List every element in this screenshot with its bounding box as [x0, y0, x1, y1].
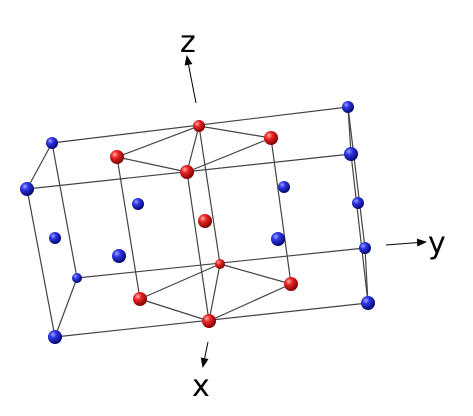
top-square-edge [186, 125, 200, 173]
y-axis-label: y [428, 226, 446, 261]
blue-atom [72, 273, 82, 283]
top-left-edge [26, 142, 53, 190]
blue-atom [344, 147, 358, 161]
bottom-square-edge [208, 283, 292, 322]
red-atom [202, 314, 216, 328]
blue-atom [271, 232, 285, 246]
top-square-edge [116, 156, 188, 173]
bottom-square-edge [219, 263, 292, 285]
vertical-red-edge [116, 156, 141, 300]
vertical-red-edge [198, 125, 221, 265]
blue-atom [352, 197, 364, 209]
vertical-edge-back-left [51, 142, 78, 279]
red-atom [264, 131, 278, 145]
red-atom [215, 259, 225, 269]
vertical-red-edge [186, 171, 210, 322]
x-axis-label: x [192, 369, 210, 404]
blue-atom [278, 181, 290, 193]
vertical-red-edge [270, 137, 292, 285]
blue-atom [359, 242, 371, 254]
red-atoms [110, 120, 298, 328]
inner-red-framework [116, 125, 292, 322]
top-square-edge [116, 125, 200, 158]
bottom-square-edge [208, 263, 221, 322]
red-atom [198, 214, 212, 228]
red-atom [180, 165, 194, 179]
z-axis-arrow [184, 55, 197, 104]
top-square-edge [186, 137, 272, 173]
blue-atom [361, 296, 375, 310]
blue-atom [342, 101, 354, 113]
blue-atom [48, 330, 62, 344]
blue-atom [46, 137, 58, 149]
blue-atoms [20, 101, 375, 344]
bottom-left-edge [54, 277, 78, 338]
x-axis-arrow [200, 341, 209, 368]
red-atom [133, 292, 147, 306]
coordinate-axes: z y x [180, 25, 446, 404]
vertical-edge-back-right [347, 106, 366, 249]
blue-atom [49, 232, 61, 244]
bottom-square-edge [139, 263, 221, 300]
vertical-edge-front-left [26, 188, 56, 338]
z-axis-label: z [180, 25, 196, 60]
y-axis-arrow [385, 238, 427, 247]
red-atom [110, 150, 124, 164]
top-square-edge [198, 125, 272, 139]
unit-cell-edges [26, 106, 369, 338]
blue-atom [112, 249, 126, 263]
blue-atom [20, 182, 34, 196]
red-atom [284, 277, 298, 291]
vertical-edge-front-right [350, 153, 369, 304]
bottom-square-edge [139, 298, 210, 322]
red-atom [193, 120, 205, 132]
blue-atom [132, 198, 144, 210]
